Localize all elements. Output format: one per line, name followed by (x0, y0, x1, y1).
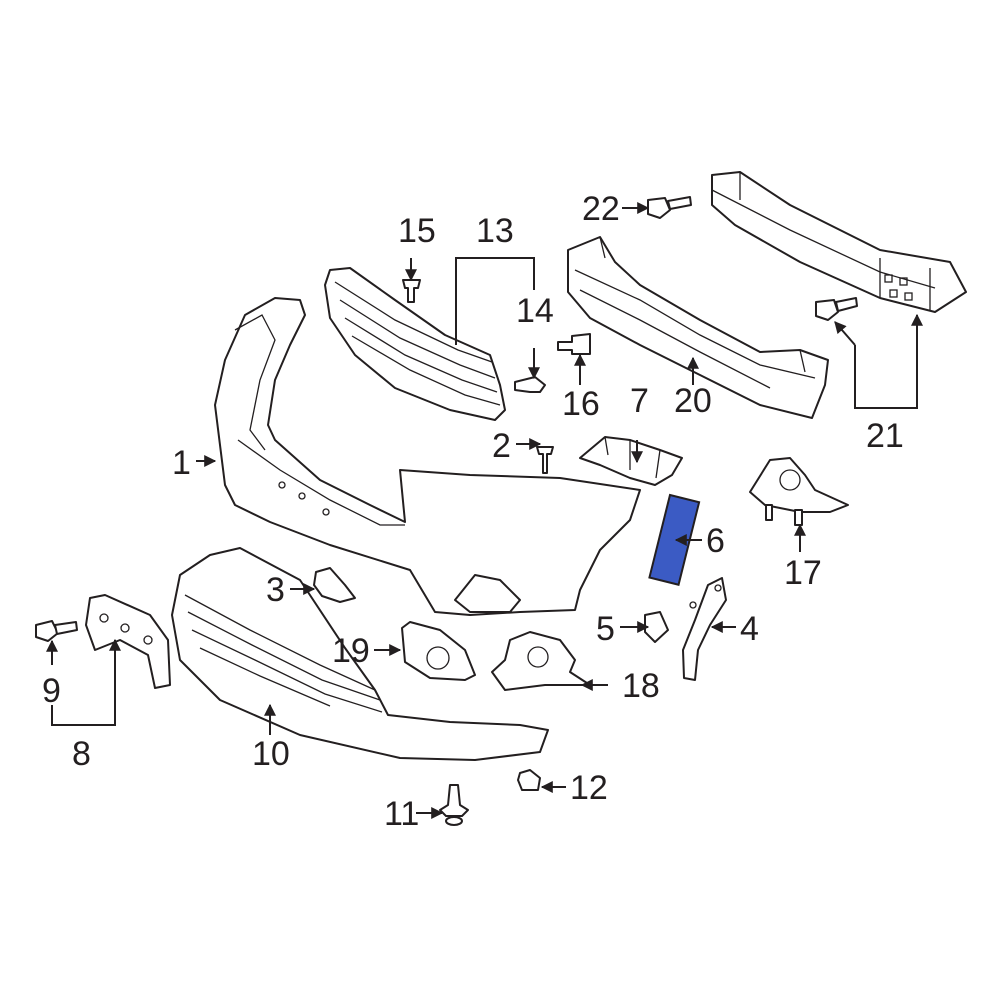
part-2-screw[interactable] (536, 446, 554, 474)
part-6-highlighted-strip[interactable] (648, 493, 701, 586)
callout-1: 1 (172, 444, 191, 482)
part-9-bolt[interactable] (35, 620, 78, 642)
callout-6: 6 (706, 522, 725, 560)
part-21-reinforcement-bar[interactable] (711, 171, 967, 313)
leader-lines (46, 202, 923, 819)
part-19-fog-lamp[interactable] (401, 621, 476, 681)
callout-8: 8 (72, 735, 91, 773)
callout-9: 9 (42, 672, 61, 710)
part-21-bolt[interactable] (815, 297, 858, 321)
part-1-bumper-cover[interactable] (214, 297, 641, 616)
part-7-bracket[interactable] (579, 436, 683, 486)
part-17-bracket[interactable] (749, 457, 849, 526)
callout-10: 10 (252, 735, 290, 773)
callout-2: 2 (492, 427, 511, 465)
callout-13: 13 (476, 212, 514, 250)
callout-21: 21 (866, 417, 904, 455)
callout-17: 17 (784, 554, 822, 592)
part-18-fog-lamp-bracket[interactable] (491, 631, 591, 691)
part-12-nut[interactable] (517, 769, 541, 791)
part-13-grille[interactable] (324, 267, 506, 421)
callout-14: 14 (516, 292, 554, 330)
part-3-cover-cap[interactable] (313, 567, 356, 603)
part-8-bracket[interactable] (85, 594, 171, 689)
callout-22: 22 (582, 190, 620, 228)
callout-5: 5 (596, 610, 615, 648)
part-20-energy-absorber[interactable] (567, 236, 829, 419)
callout-11: 11 (384, 795, 419, 833)
callout-15: 15 (398, 212, 436, 250)
callout-12: 12 (570, 769, 608, 807)
callout-20: 20 (674, 382, 712, 420)
part-16-clip[interactable] (557, 333, 591, 355)
part-22-bolt[interactable] (647, 196, 692, 219)
part-14-screw[interactable] (514, 376, 546, 393)
callout-3: 3 (266, 571, 285, 609)
callout-16: 16 (562, 385, 600, 423)
callout-18: 18 (622, 667, 660, 705)
part-11-pushpin[interactable] (439, 784, 469, 826)
callout-labels: 1 2 3 4 5 6 7 8 9 10 11 12 13 14 15 16 1… (42, 190, 904, 833)
part-4-side-bracket[interactable] (682, 577, 727, 681)
part-15-screw[interactable] (402, 279, 421, 303)
callout-7: 7 (630, 382, 649, 420)
callout-4: 4 (740, 610, 759, 648)
callout-19: 19 (332, 632, 370, 670)
part-5-clip[interactable] (644, 611, 669, 643)
